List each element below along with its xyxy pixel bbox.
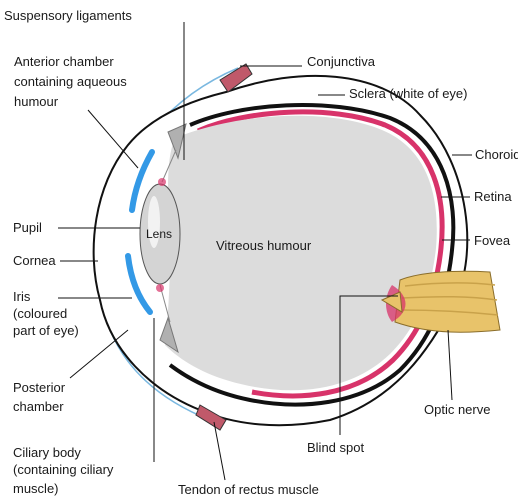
label-ciliary-body-3: muscle) [13, 481, 59, 496]
label-iris-2: (coloured [13, 306, 67, 321]
label-posterior-chamber-2: chamber [13, 399, 64, 414]
label-blind-spot: Blind spot [307, 440, 364, 455]
label-optic-nerve: Optic nerve [424, 402, 490, 417]
label-anterior-chamber-3: humour [14, 94, 59, 109]
label-sclera: Sclera (white of eye) [349, 86, 468, 101]
leader-anterior-chamber [88, 110, 138, 168]
label-anterior-chamber-1: Anterior chamber [14, 54, 114, 69]
label-conjunctiva: Conjunctiva [307, 54, 376, 69]
label-tendon: Tendon of rectus muscle [178, 482, 319, 497]
label-vitreous-humour: Vitreous humour [216, 238, 312, 253]
label-lens: Lens [146, 227, 172, 241]
label-ciliary-body-1: Ciliary body [13, 445, 81, 460]
label-anterior-chamber-2: containing aqueous [14, 74, 127, 89]
label-retina: Retina [474, 189, 512, 204]
label-choroid: Choroid [475, 147, 518, 162]
label-ciliary-body-2: (containing ciliary [13, 462, 114, 477]
leader-tendon [214, 422, 225, 480]
label-fovea: Fovea [474, 233, 511, 248]
leader-optic-nerve [448, 330, 452, 400]
lens-bottom-knob [156, 284, 164, 292]
label-iris-3: part of eye) [13, 323, 79, 338]
label-posterior-chamber-1: Posterior [13, 380, 66, 395]
label-suspensory-ligaments: Suspensory ligaments [4, 8, 132, 23]
optic-nerve-bundle [395, 271, 500, 332]
label-pupil: Pupil [13, 220, 42, 235]
label-cornea: Cornea [13, 253, 56, 268]
lens-top-knob [158, 178, 166, 186]
label-iris-1: Iris [13, 289, 31, 304]
